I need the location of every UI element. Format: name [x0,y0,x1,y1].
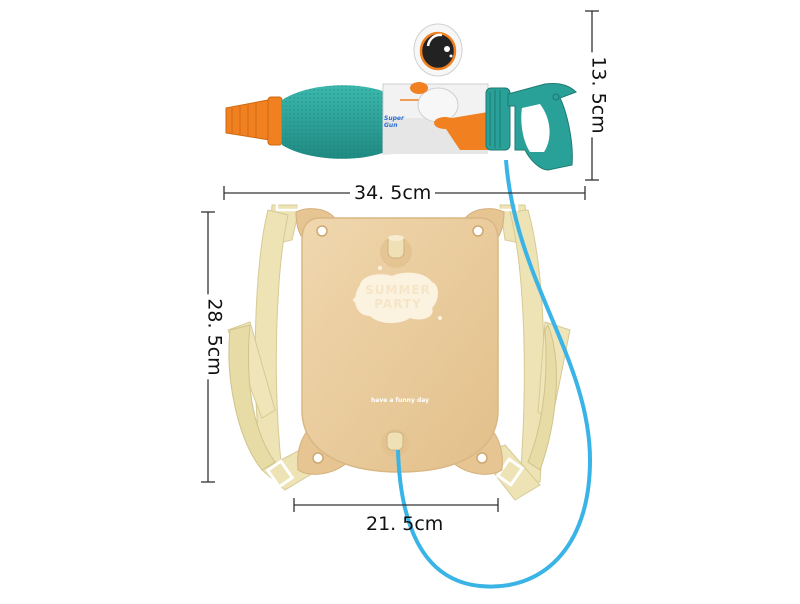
bag-slogan: have a funny day [371,397,430,404]
bag-logo-line2: PARTY [374,297,422,311]
water-tube [396,159,593,589]
gun-brand-line2: Gun [384,122,398,129]
dimension-gun-height: 13. 5cm [587,52,610,138]
water-gun [225,23,577,171]
dimension-bag-height: 28. 5cm [203,294,226,380]
gun-brand-line1: Super [384,115,404,122]
gun-brand-label: Super Gun [384,115,404,129]
water-bag [295,208,505,475]
dimension-bag-width: 21. 5cm [366,513,444,535]
dimension-gun-length: 34. 5cm [350,182,436,204]
bag-logo-line1: SUMMER [365,283,431,297]
bag-logo: SUMMER PARTY [363,283,433,311]
